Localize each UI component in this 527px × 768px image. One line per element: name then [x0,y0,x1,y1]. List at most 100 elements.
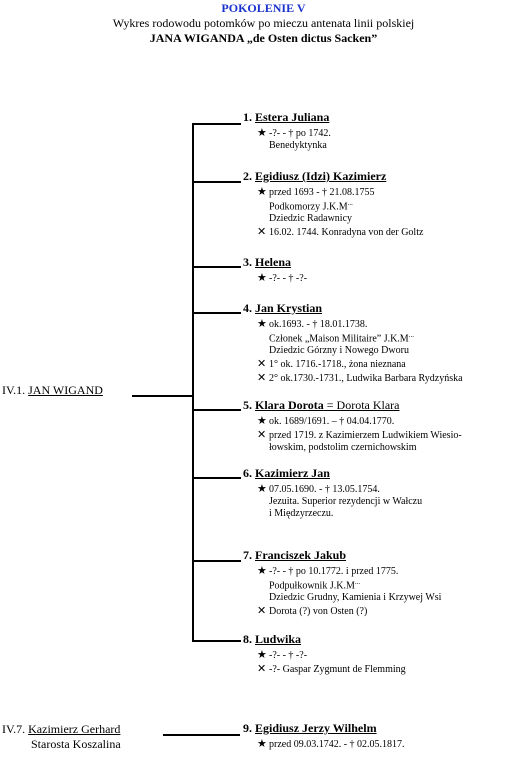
child-detail-line: ✕-?- Gaspar Zygmunt de Flemming [243,662,406,675]
child-1: 1. Estera Juliana ★-?- - † po 1742.Benedy… [243,110,331,151]
marriage-icon: ✕ [257,429,267,441]
detail-text: przed 1693 - † 21.08.1755 [269,187,375,198]
child-detail-line: ★-?- - † po 10.1772. i przed 1775. [243,564,441,577]
child-name-text: Kazimierz Jan [255,466,330,480]
birth-star-icon: ★ [257,415,267,427]
child-detail-line: ★przed 09.03.1742. - † 02.05.1817. [243,737,405,750]
child-6: 6. Kazimierz Jan★07.05.1690. - † 13.05.1… [243,466,422,519]
child-detail-line: ✕przed 1719. z Kazimierzem Ludwikiem Wie… [243,428,462,441]
birth-star-icon: ★ [257,738,267,750]
child-detail-line: ★przed 1693 - † 21.08.1755 [243,185,423,198]
child-number: 8. [243,632,255,646]
child-detail-line: Dziedzic Grudny, Kamienia i Krzywej Wsi [243,592,441,603]
parent-name: Kazimierz Gerhard [28,722,121,736]
child-number: 2. [243,169,255,183]
child-name: 7. Franciszek Jakub [243,548,441,563]
branch-6 [192,477,241,479]
child-3: 3. Helena★-?- - † -?- [243,255,307,284]
branch-2 [192,181,241,183]
superscript: ... [347,199,353,207]
child-number: 1. [243,110,255,124]
child-number: 4. [243,301,255,315]
marriage-icon: ✕ [257,226,267,239]
child-detail-line: ★ok.1693. - † 18.01.1738. [243,317,463,330]
child-name-text: Franciszek Jakub [255,548,347,562]
child-detail-line: Dziedzic Górzny i Nowego Dworu [243,345,463,356]
child-name-text: Klara Dorota [255,398,324,412]
child-number: 3. [243,255,255,269]
detail-text: i Międzyrzeczu. [269,508,334,519]
detail-text: 07.05.1690. - † 13.05.1754. [269,484,380,495]
detail-text: ok.1693. - † 18.01.1738. [269,319,368,330]
marriage-icon: ✕ [257,663,267,675]
child-detail-line: ★07.05.1690. - † 13.05.1754. [243,482,422,495]
child-7: 7. Franciszek Jakub★-?- - † po 10.1772. … [243,548,441,617]
child-name-text: Helena [255,255,291,269]
child-detail-line: Podkomorzy J.K.M... [243,199,423,212]
birth-star-icon: ★ [257,318,267,330]
tree-trunk [192,123,194,641]
child-name-text: Jan Krystian [255,301,323,315]
detail-text: Podkomorzy J.K.M [269,201,348,213]
child-number: 9. [243,721,255,735]
child-detail-line: i Międzyrzeczu. [243,508,422,519]
birth-star-icon: ★ [257,186,267,198]
child-name-text: Estera Juliana [255,110,330,124]
detail-text: -?- - † -?- [269,650,308,661]
detail-text: przed 1719. z Kazimierzem Ludwikiem Wies… [269,430,462,441]
detail-text: łowskim, podstolim czernichowskim [269,442,417,453]
branch-1 [192,123,241,125]
detail-text: -?- Gaspar Zygmunt de Flemming [269,664,406,675]
branch-8 [192,640,241,642]
detail-text: -?- - † -?- [269,273,308,284]
child-detail-line: Dziedzic Radawnicy [243,213,423,224]
child-detail-line: ★-?- - † po 1742. [243,126,331,139]
detail-text: Dziedzic Grudny, Kamienia i Krzywej Wsi [269,592,442,604]
child-detail-line: Członek „Maison Militaire” J.K.M... [243,331,463,344]
birth-star-icon: ★ [257,565,267,577]
detail-text: -?- - † po 10.1772. i przed 1775. [269,566,399,577]
child-detail-line: Jezuita. Superior rezydencji w Wałczu [243,496,422,507]
child-name: 6. Kazimierz Jan [243,466,422,481]
detail-text: -?- - † po 1742. [269,128,331,139]
detail-text: Dorota (?) von Osten (?) [269,606,368,618]
detail-text: Członek „Maison Militaire” J.K.M [269,333,409,345]
child-name: 5. Klara Dorota = Dorota Klara [243,398,462,413]
marriage-icon: ✕ [257,372,267,385]
child-name: 3. Helena [243,255,307,270]
detail-text: 2° ok.1730.-1731., Ludwika Barbara Rydzy… [269,373,463,385]
birth-star-icon: ★ [257,649,267,661]
child-2: 2. Egidiusz (Idzi) Kazimierz★przed 1693 … [243,169,423,238]
parent-number: IV.7. [2,722,26,736]
parent-jan-wigand: IV.1. JAN WIGAND [2,383,103,398]
detail-text: Dziedzic Górzny i Nowego Dworu [269,345,409,357]
child-8: 8. Ludwika ★-?- - † -?-✕-?- Gaspar Zygmun… [243,632,406,675]
child-name: 8. Ludwika [243,632,406,647]
child-name: 2. Egidiusz (Idzi) Kazimierz [243,169,423,184]
detail-text: 1° ok. 1716.-1718., żona nieznana [269,359,406,371]
child-detail-line: Benedyktynka [243,140,331,151]
parent2-connector [163,734,240,736]
child-alt-name: = Dorota Klara [323,398,400,412]
detail-text: Jezuita. Superior rezydencji w Wałczu [269,496,423,507]
child-name: 9. Egidiusz Jerzy Wilhelm [243,721,405,736]
child-9: 9. Egidiusz Jerzy Wilhelm★przed 09.03.17… [243,721,405,750]
detail-text: ok. 1689/1691. – † 04.04.1770. [269,416,395,427]
marriage-icon: ✕ [257,605,267,618]
parent-kazimierz-gerhard: IV.7. Kazimierz Gerhard [2,722,120,737]
parent-number: IV.1. [2,383,26,397]
page-title: POKOLENIE V [221,1,306,15]
branch-4 [192,312,241,314]
child-detail-line: łowskim, podstolim czernichowskim [243,442,462,453]
child-5: 5. Klara Dorota = Dorota Klara★ok. 1689/… [243,398,462,453]
child-detail-line: Podpułkownik J.K.M... [243,578,441,591]
child-detail-line: ✕1° ok. 1716.-1718., żona nieznana [243,357,463,370]
page-subtitle: Wykres rodowodu potomków po mieczu anten… [112,16,415,30]
superscript: ... [354,578,361,586]
birth-star-icon: ★ [257,127,267,139]
child-detail-line: ✕Dorota (?) von Osten (?) [243,604,441,617]
child-number: 7. [243,548,255,562]
child-detail-line: ★ok. 1689/1691. – † 04.04.1770. [243,414,462,427]
parent-name: JAN WIGAND [28,383,103,397]
child-detail-line: ✕2° ok.1730.-1731., Ludwika Barbara Rydz… [243,371,463,384]
